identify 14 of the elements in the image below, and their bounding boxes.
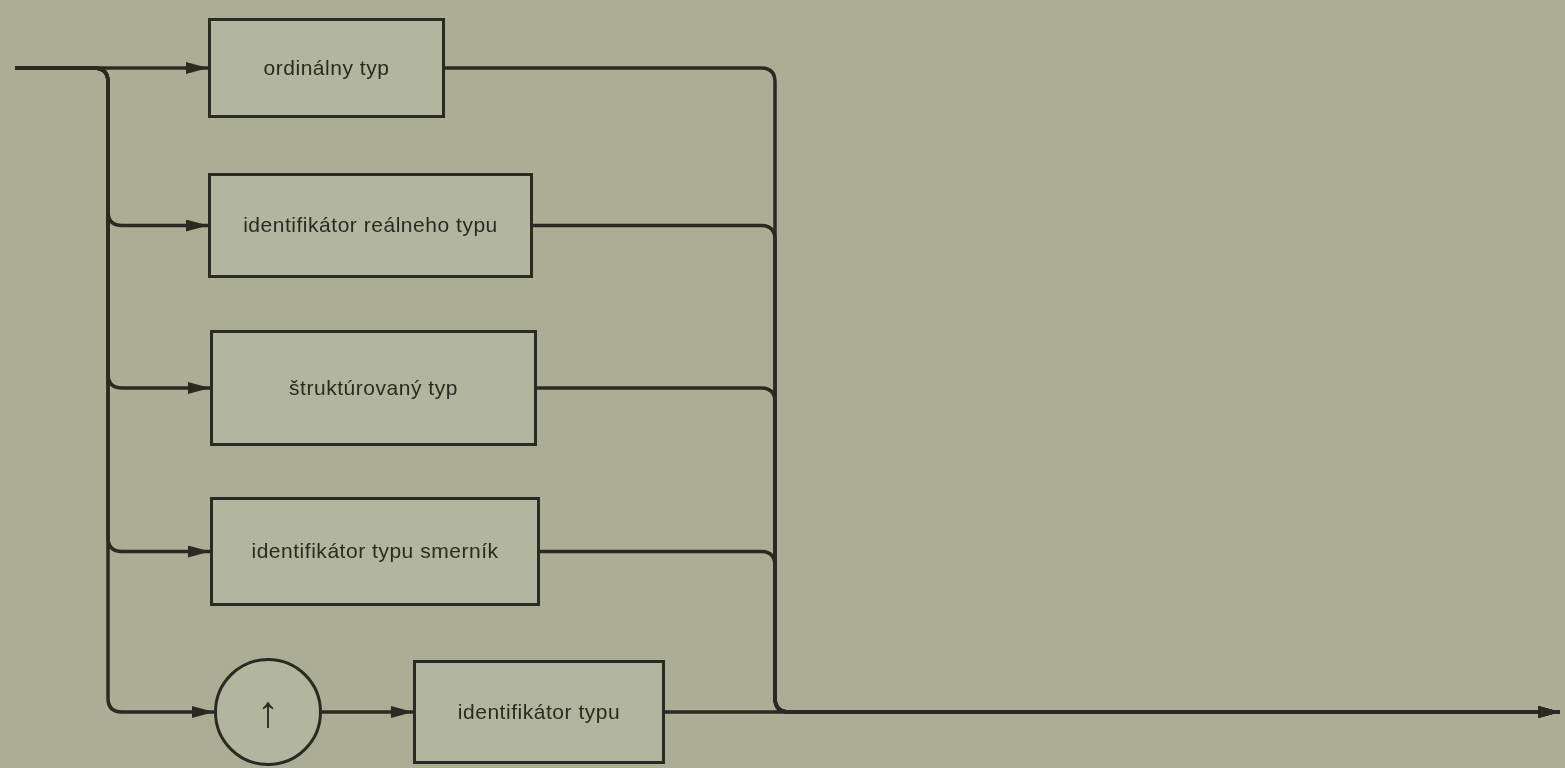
connector-arrow [665, 706, 1560, 718]
node-label: identifikátor typu smerník [250, 538, 500, 565]
node-label: identifikátor typu [456, 698, 622, 725]
node-label: štruktúrovaný typ [288, 374, 459, 401]
nonterminal-box [208, 173, 533, 278]
node-label: identifikátor reálneho typu [242, 212, 499, 239]
connector-arrow [15, 66, 214, 718]
nonterminal-box [210, 497, 540, 606]
nonterminal-box [208, 18, 445, 118]
connector-arrow [322, 706, 413, 718]
nonterminal-box [413, 660, 665, 764]
nonterminal-box [210, 330, 537, 446]
node-label: ordinálny typ [262, 54, 391, 81]
symbol-text: ↑ [257, 690, 279, 734]
